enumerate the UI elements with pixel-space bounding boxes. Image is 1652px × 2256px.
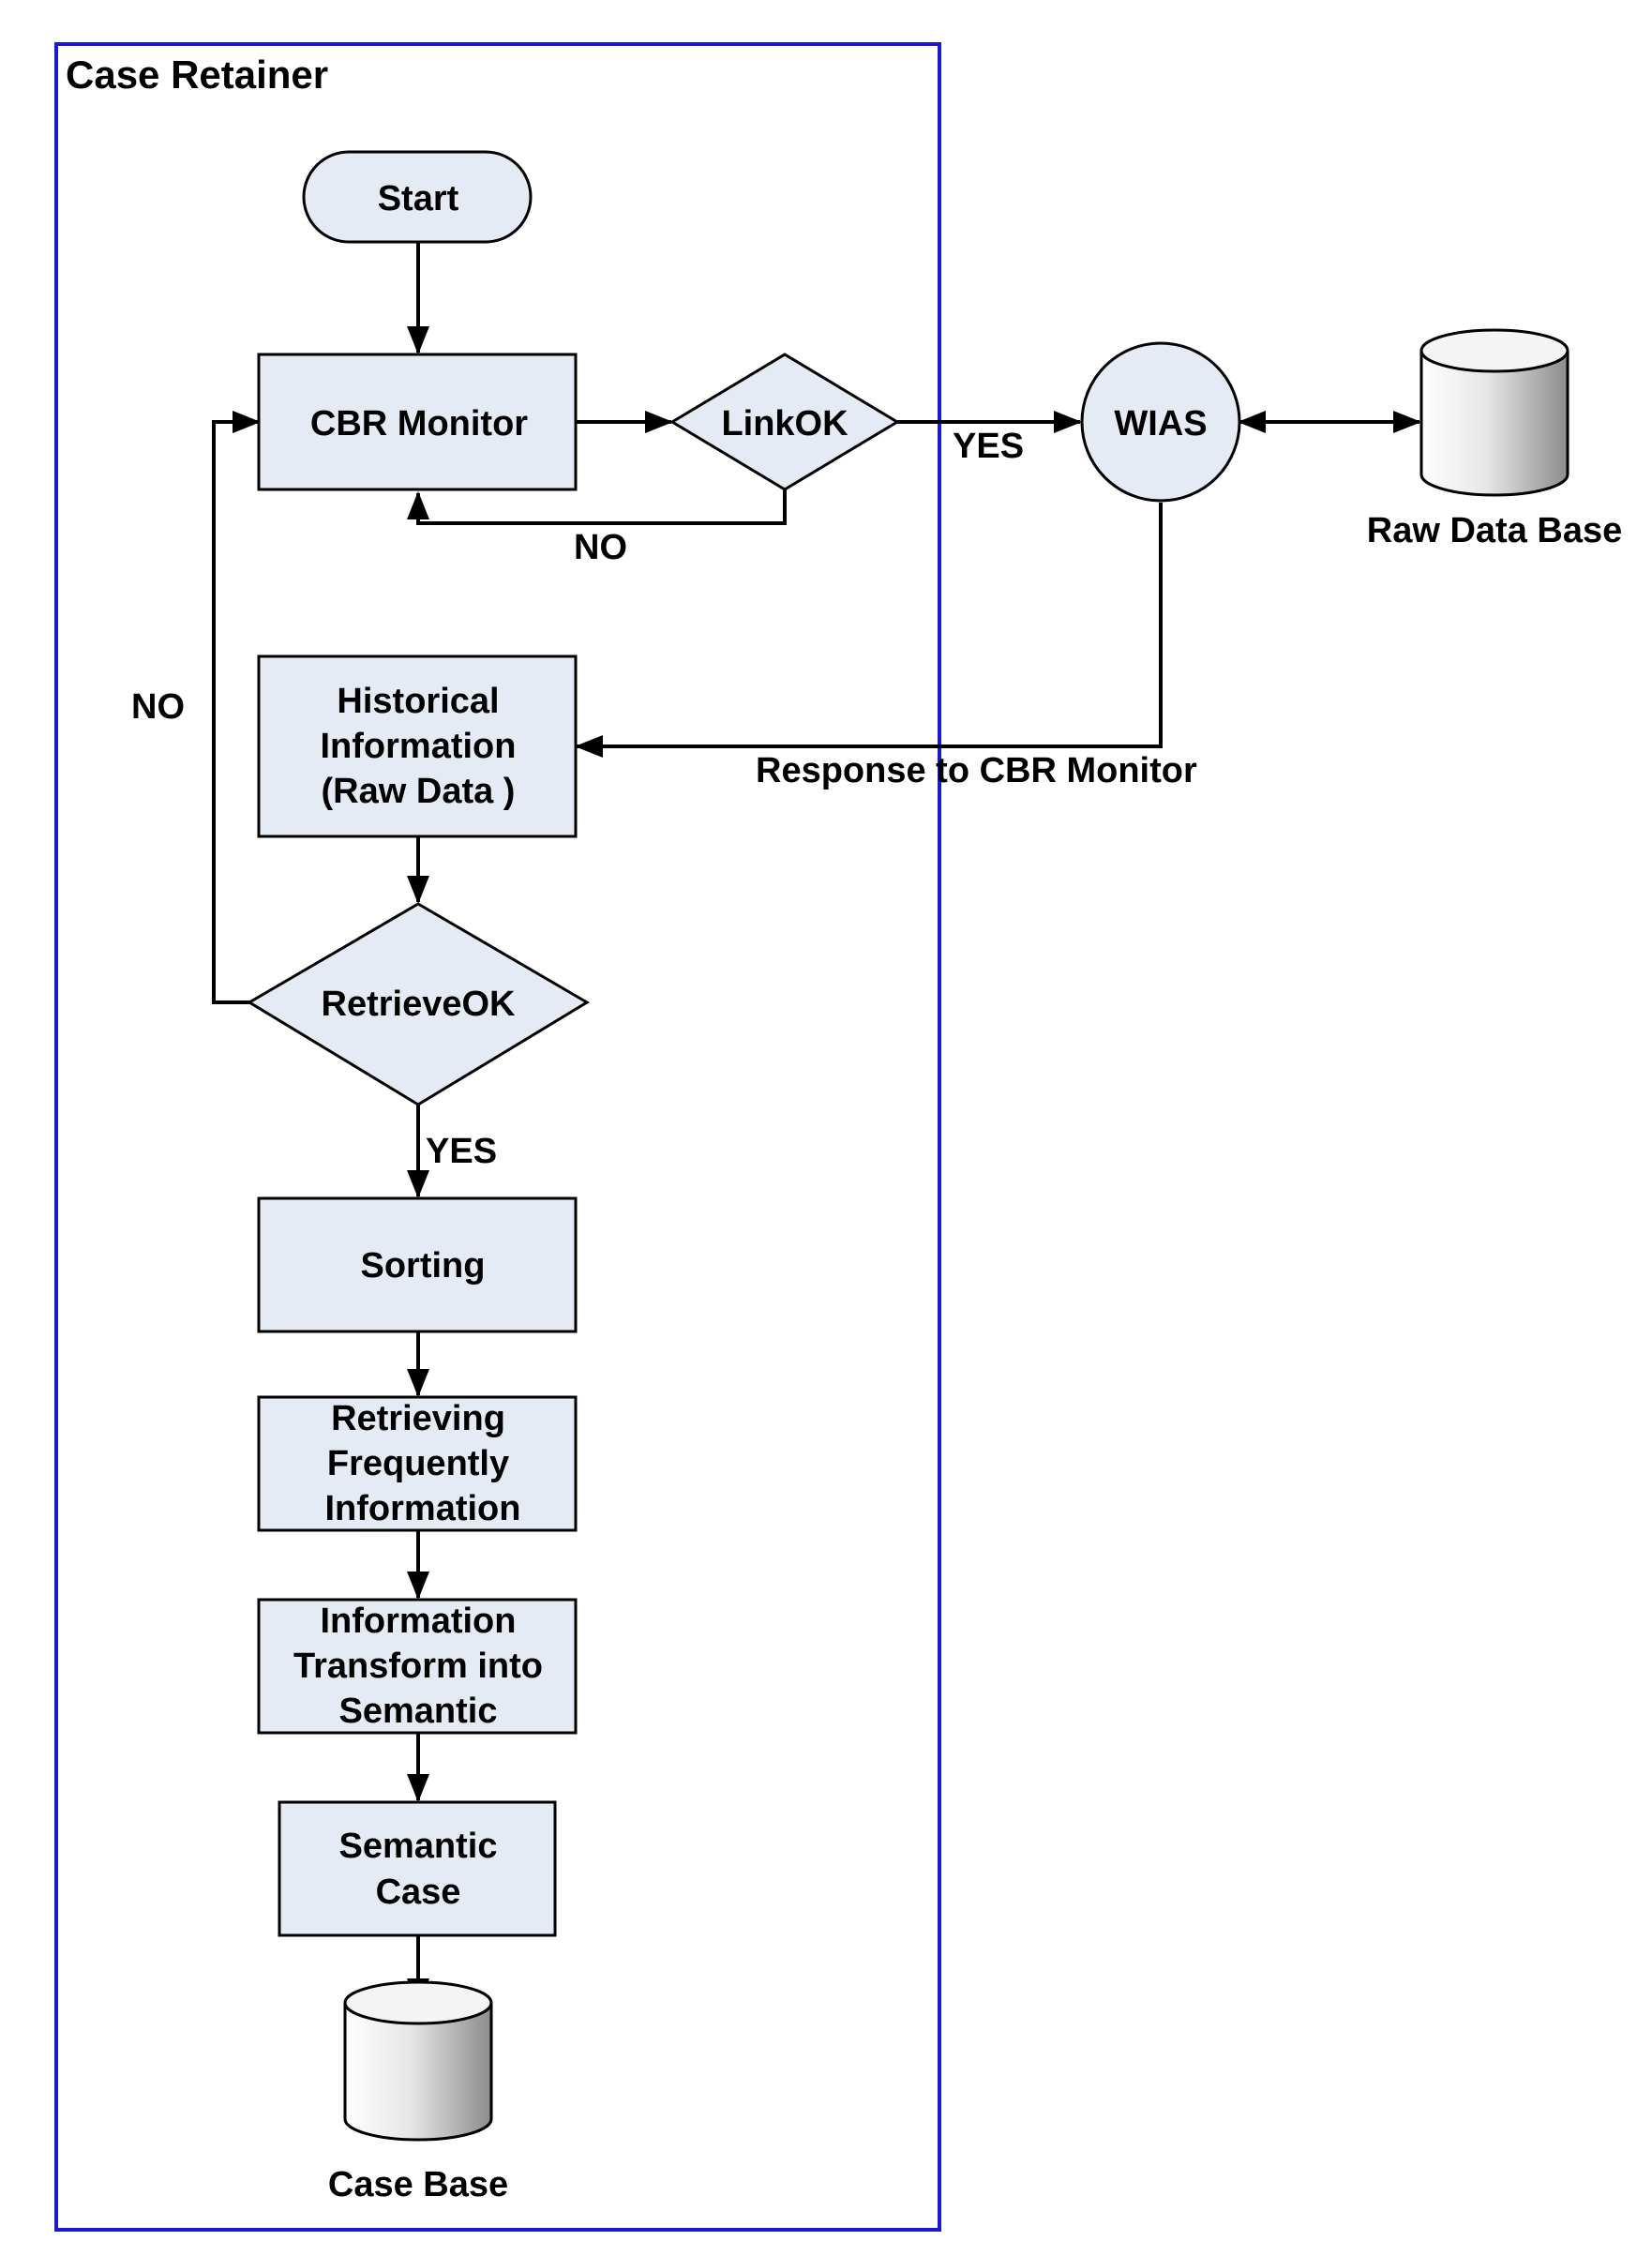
- semantic-case-line-2: Case: [376, 1872, 461, 1912]
- semantic-case-shape: [278, 1800, 557, 1937]
- information-transform-line-1: Information: [321, 1602, 517, 1641]
- semantic-case-node: Semantic Case: [278, 1800, 557, 1937]
- case-retainer-title: Case Retainer: [66, 53, 328, 97]
- historical-information-line-1: Historical: [337, 682, 499, 721]
- cbr-monitor-shape: [257, 353, 578, 491]
- start-node: Start: [302, 150, 533, 244]
- historical-information-node: Historical Information (Raw Data ): [257, 654, 578, 838]
- edges: [212, 242, 1421, 2007]
- retrieveok-shape: [247, 902, 590, 1106]
- case-base-label: Case Base: [328, 2165, 508, 2204]
- retrieving-line-2: Frequently: [327, 1444, 509, 1483]
- case-base-top: [343, 1980, 493, 2025]
- linkok-no-label: NO: [574, 528, 627, 567]
- sorting-label: Sorting: [361, 1246, 486, 1286]
- information-transform-line-2: Transform into: [293, 1647, 543, 1686]
- wias-node: WIAS: [1080, 341, 1241, 503]
- linkok-shape: [669, 353, 900, 491]
- retrieving-line-3: Information: [325, 1489, 521, 1528]
- historical-information-shape: [257, 654, 578, 838]
- raw-data-base-label: Raw Data Base: [1367, 511, 1622, 550]
- information-transform-node: Information Transform into Semantic: [257, 1598, 578, 1735]
- start-label: Start: [378, 179, 459, 218]
- cbr-monitor-node: CBR Monitor: [257, 353, 578, 491]
- historical-information-line-3: (Raw Data ): [322, 772, 516, 811]
- edge-linkok-no-to-cbr-monitor: [407, 489, 787, 525]
- start-shape: [302, 150, 533, 244]
- raw-data-base-top: [1419, 328, 1569, 373]
- sorting-shape: [257, 1196, 578, 1333]
- retrieveok-no-label: NO: [131, 687, 185, 727]
- edge-wias-to-historical-information: [575, 503, 1163, 758]
- information-transform-line-3: Semantic: [339, 1692, 498, 1731]
- retrieveok-decision: RetrieveOK: [247, 902, 590, 1106]
- historical-information-line-2: Information: [321, 727, 517, 766]
- cbr-monitor-label: CBR Monitor: [310, 404, 528, 444]
- wias-shape: [1080, 341, 1241, 503]
- retrieving-frequently-information-node: Retrieving Frequently Information: [257, 1395, 578, 1532]
- case-base-cylinder: Case Base: [328, 1980, 508, 2204]
- linkok-label: LinkOK: [721, 404, 849, 444]
- linkok-yes-label: YES: [953, 427, 1024, 466]
- wias-label: WIAS: [1114, 404, 1207, 444]
- case-base-body: [343, 2003, 493, 2142]
- edge-retrieveok-no-to-cbr-monitor: [212, 411, 261, 1004]
- information-transform-shape: [257, 1598, 578, 1735]
- retrieving-line-1: Retrieving: [331, 1399, 505, 1438]
- case-retainer-container: [54, 42, 941, 2232]
- retrieveok-label: RetrieveOK: [322, 985, 517, 1024]
- retrieving-frequently-information-shape: [257, 1395, 578, 1532]
- sorting-node: Sorting: [257, 1196, 578, 1333]
- raw-data-base-body: [1419, 351, 1569, 497]
- retrieveok-yes-label: YES: [426, 1132, 497, 1171]
- semantic-case-line-1: Semantic: [339, 1827, 498, 1866]
- response-to-cbr-monitor-label: Response to CBR Monitor: [756, 751, 1197, 790]
- linkok-decision: LinkOK: [669, 353, 900, 491]
- raw-data-base-cylinder: Raw Data Base: [1367, 328, 1622, 550]
